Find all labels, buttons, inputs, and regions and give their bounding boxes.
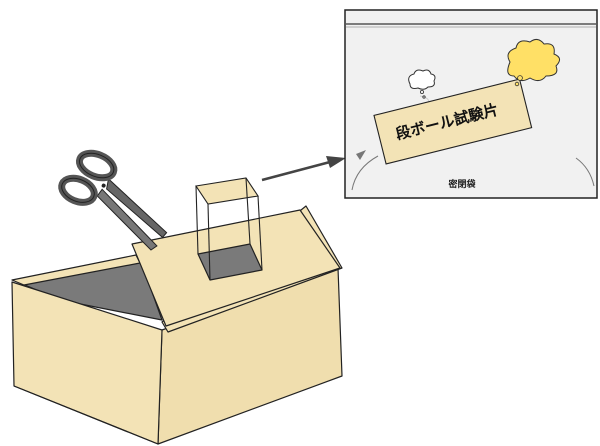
specimen-top [196, 178, 258, 204]
bag-label: 密閉袋 [447, 178, 476, 190]
cardboard-box [12, 206, 342, 444]
sealed-bag: 段ボール試験片 密閉袋 [345, 10, 597, 198]
arrow-right-icon [262, 156, 346, 180]
